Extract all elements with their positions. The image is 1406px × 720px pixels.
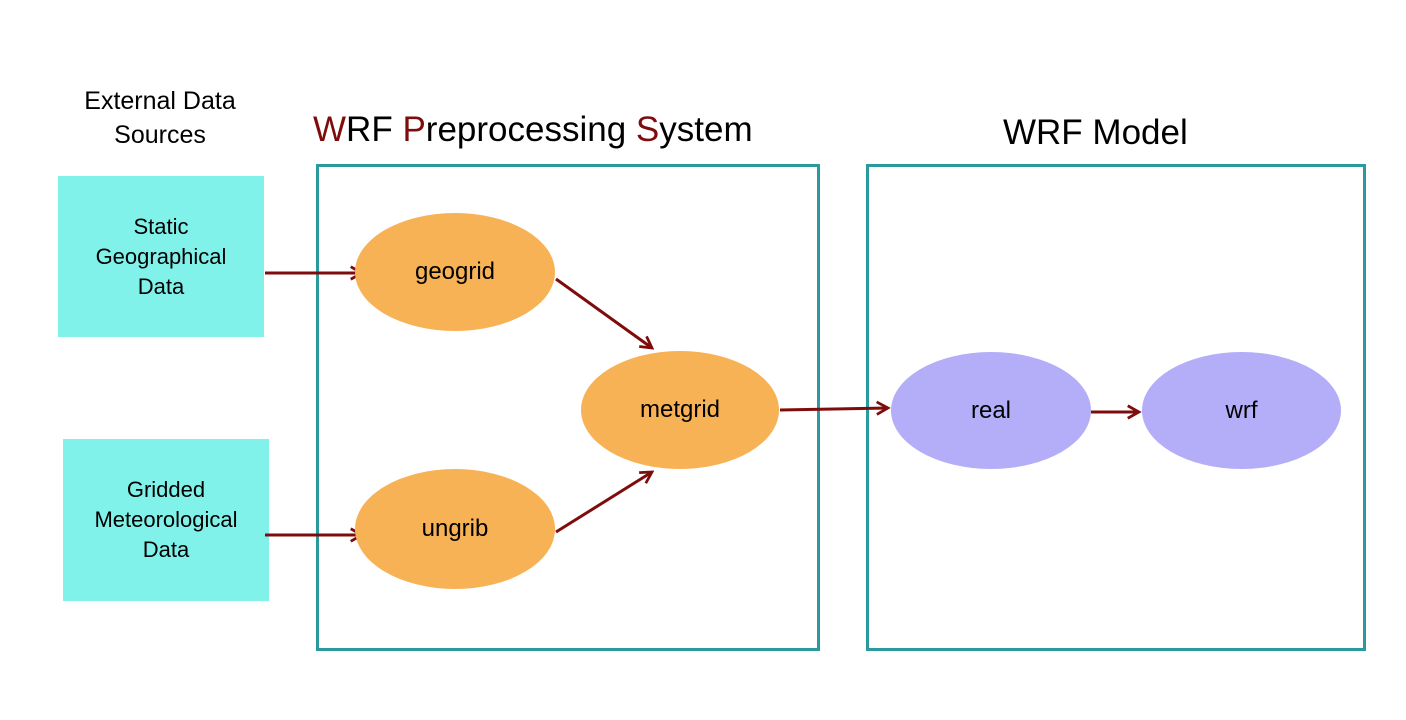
- wrf-node: wrf: [1142, 352, 1341, 469]
- wrf-model-title: WRF Model: [1003, 113, 1188, 152]
- static-data-line: Data: [137, 273, 185, 299]
- real-node: real: [891, 352, 1091, 469]
- gridded-meteorological-data-box: Gridded Meteorological Data: [63, 439, 269, 601]
- geogrid-node: geogrid: [355, 213, 555, 331]
- wps-title-part: ystem: [659, 110, 753, 149]
- external-data-sources-line-2: Sources: [114, 121, 206, 149]
- ungrib-node: ungrib: [355, 469, 555, 589]
- arrow-metgrid-to-real: [779, 408, 888, 410]
- wps-title-part: RF: [346, 110, 403, 149]
- wrf-label: wrf: [1225, 396, 1258, 424]
- wps-title-part: reprocessing: [425, 110, 636, 149]
- wps-title-part: S: [635, 110, 660, 149]
- ungrib-label: ungrib: [421, 515, 489, 542]
- static-geographical-data-box: Static Geographical Data: [58, 176, 264, 337]
- geogrid-label: geogrid: [414, 258, 496, 285]
- gridded-data-line: Gridded: [126, 477, 206, 502]
- metgrid-node: metgrid: [581, 351, 779, 469]
- wps-frame: [316, 164, 820, 651]
- metgrid-label: metgrid: [639, 396, 721, 423]
- external-data-sources-line-1: External Data: [84, 87, 236, 115]
- arrow-geogrid-to-metgrid: [555, 277, 652, 348]
- wps-title-part: P: [402, 110, 426, 149]
- static-data-line: Static: [133, 213, 189, 239]
- external-data-sources-heading: External Data Sources: [40, 84, 280, 152]
- gridded-data-line: Data: [142, 537, 190, 562]
- wps-title-part: W: [313, 110, 347, 149]
- wps-title: WRF Preprocessing System: [313, 110, 753, 150]
- static-data-line: Geographical: [95, 243, 227, 269]
- real-label: real: [970, 396, 1012, 424]
- arrow-ungrib-to-metgrid: [555, 472, 652, 534]
- gridded-data-line: Meteorological: [94, 507, 238, 532]
